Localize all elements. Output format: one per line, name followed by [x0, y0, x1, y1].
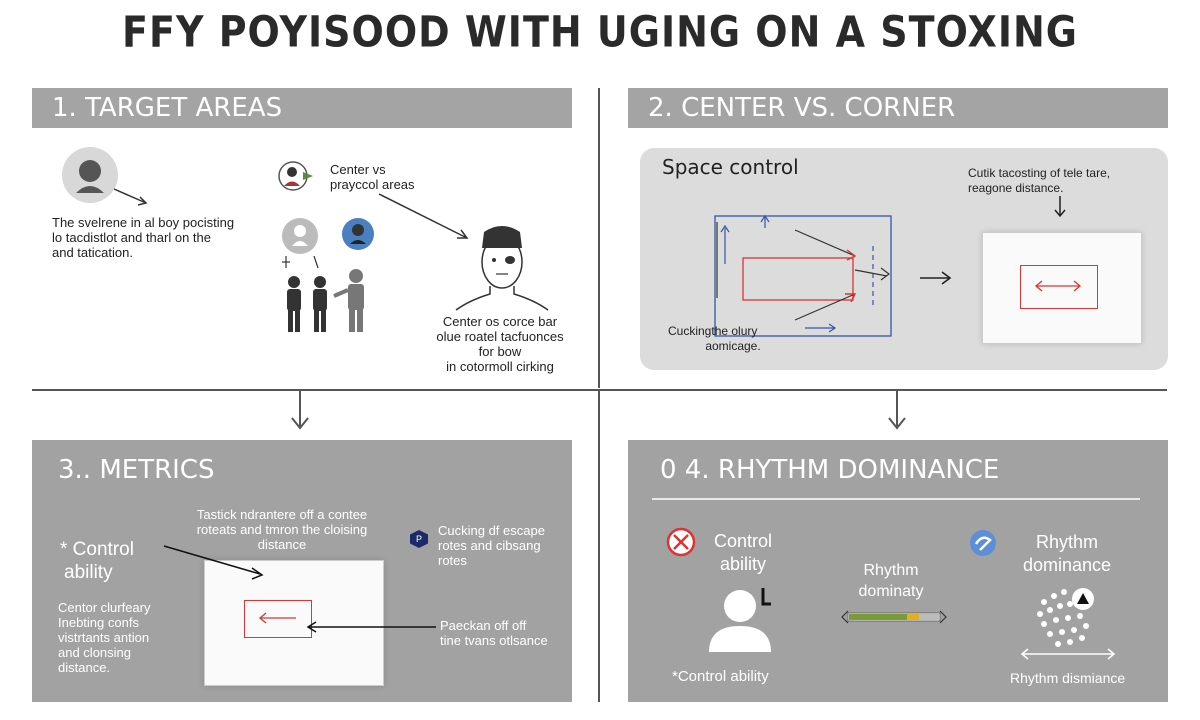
note-line: rotes: [438, 553, 467, 568]
down-arrow-icon: [888, 390, 906, 430]
double-arrow-icon: [1020, 648, 1116, 660]
note-line: distance: [257, 537, 307, 552]
section-header-center-vs-corner: 2. CENTER VS. CORNER: [628, 88, 1168, 128]
section-header-rhythm-dominance: 0 4. RHYTHM DOMINANCE: [660, 455, 1000, 485]
label-line: Control: [713, 531, 773, 551]
note-line: distance.: [58, 660, 111, 675]
rhythm-dismiance-footer: Rhythm dismiance: [1010, 670, 1126, 686]
control-ability-label: * Control ability: [60, 538, 134, 584]
note-line: Cuckingthe olury: [668, 324, 758, 338]
metrics-right-note: Cucking df escape rotes and cibsang rote…: [438, 523, 568, 568]
vertical-divider-bottom: [598, 390, 600, 702]
head-avatar-icon: [62, 147, 148, 206]
blue-person-icon: [342, 218, 374, 250]
note-line: Cutik tacosting of tele tare,: [968, 166, 1111, 180]
label-line: Rhythm: [863, 562, 919, 579]
scatter-dots-icon: [1037, 588, 1094, 647]
label-line: Center os corce bar: [442, 314, 558, 329]
person-icon: [709, 588, 771, 652]
label-line: prayccol areas: [330, 177, 415, 192]
desc-line: lo tacdistlot and tharl on the: [52, 230, 211, 245]
target-box: [982, 232, 1142, 344]
rhythm-dominance-title: Rhythm dominance: [1012, 531, 1122, 577]
note-line: reagone distance.: [968, 181, 1064, 195]
note-line: Paeckan off off: [440, 618, 527, 633]
down-arrow-icon: [291, 390, 309, 430]
close-circle-icon: [666, 527, 696, 557]
rhythm-panel: [628, 440, 1168, 702]
red-zone: [1020, 265, 1098, 309]
center-vs-label: Center vs prayccol areas: [330, 162, 450, 192]
label-line: olue roatel tacfuonces: [436, 329, 564, 344]
card-title: Space control: [662, 155, 799, 179]
header-underline: [652, 498, 1140, 500]
metrics-red-zone: [244, 600, 312, 638]
note-line: Inebting confs: [58, 615, 139, 630]
rhythm-slider: [841, 610, 947, 624]
label-line: dominaty: [858, 583, 924, 600]
desc-line: and tatication.: [52, 245, 133, 260]
label-line: dominance: [1022, 555, 1112, 575]
metrics-left-note: Centor clurfeary Inebting confs vistrtan…: [58, 600, 198, 675]
metrics-top-note: Tastick ndrantere off a contee roteats a…: [182, 507, 382, 552]
metrics-bottom-right-note: Paeckan off off tine tvans otlsance: [440, 618, 570, 648]
down-arrow-icon: [1054, 196, 1066, 218]
control-ability-title: Control ability: [698, 530, 788, 576]
pointer-arrow-icon: [163, 545, 264, 580]
label-line: * Control: [60, 539, 134, 560]
label-line: for bow: [478, 344, 522, 359]
label-line: Rhythm: [1035, 532, 1098, 552]
note-line: and clonsing: [58, 645, 131, 660]
pointer-arrow-icon: [378, 193, 469, 239]
people-group-icon: [282, 256, 364, 332]
note-line: vistrtants antion: [58, 630, 150, 645]
top-note: Cutik tacosting of tele tare, reagone di…: [968, 166, 1158, 196]
metrics-box: [204, 560, 384, 686]
note-line: roteats and tmron the cloising: [196, 522, 368, 537]
vertical-divider-top: [598, 88, 600, 388]
section-header-metrics: 3.. METRICS: [58, 455, 215, 485]
note-line: aomicage.: [705, 339, 761, 353]
court-diagram: [714, 214, 892, 337]
person-badge-icon: [278, 161, 313, 191]
rhythm-dominaty-label: Rhythm dominaty: [836, 560, 946, 602]
label-line: ability: [719, 554, 767, 574]
control-ability-footer: *Control ability: [672, 668, 769, 685]
note-line: rotes and cibsang: [438, 538, 541, 553]
gray-person-icon: [282, 218, 318, 254]
target-areas-description: The svelrene in al boy pocisting lo tacd…: [52, 215, 272, 260]
left-pointer-arrow-icon: [306, 621, 436, 633]
label-line: ability: [64, 562, 113, 583]
right-arrow-icon: [920, 271, 952, 285]
shield-badge-icon: P: [410, 530, 428, 548]
note-line: Tastick ndrantere off a contee: [196, 507, 368, 522]
label-line: in cotormoll cirking: [446, 359, 554, 374]
left-arrow-icon: [258, 612, 296, 624]
bottom-note: Cuckingthe olury aomicage.: [668, 324, 798, 354]
desc-line: The svelrene in al boy pocisting: [52, 215, 235, 230]
note-line: tine tvans otlsance: [440, 633, 548, 648]
center-description: Center os corce bar olue roatel tacfuonc…: [420, 314, 580, 374]
note-line: Cucking df escape: [438, 523, 545, 538]
face-outline-icon: [455, 226, 549, 311]
swirl-icon: [970, 530, 996, 556]
double-arrow-icon: [1034, 280, 1082, 292]
page-title: FFY POYISOOD WITH UGING ON A STOXING: [122, 7, 1078, 57]
label-line: Center vs: [330, 162, 386, 177]
note-line: Centor clurfeary: [58, 600, 151, 615]
section-header-target-areas: 1. TARGET AREAS: [32, 88, 572, 128]
